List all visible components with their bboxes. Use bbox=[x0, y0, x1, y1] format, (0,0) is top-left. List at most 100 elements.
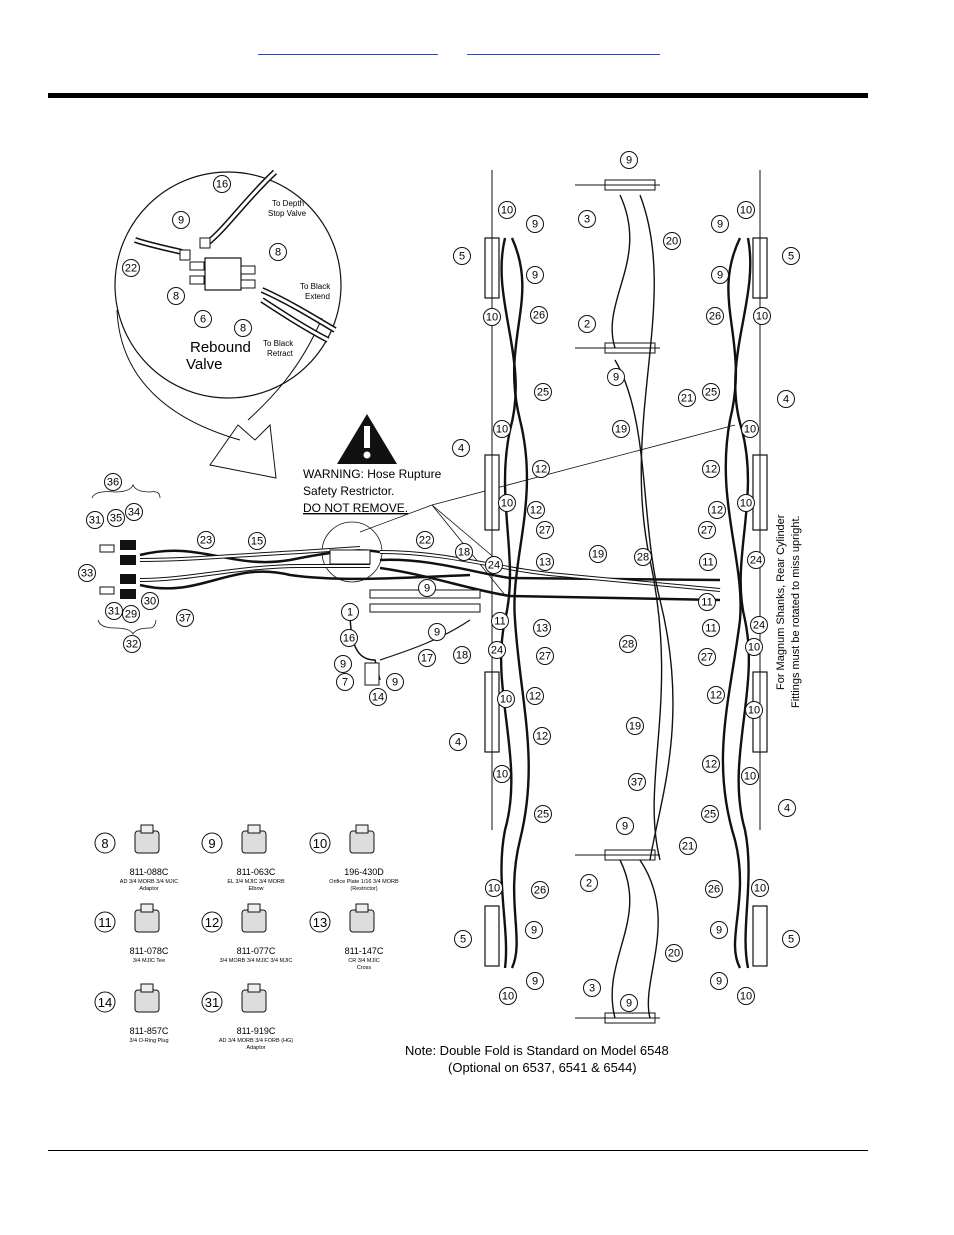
callout-12: 12 bbox=[707, 686, 725, 704]
svg-text:5: 5 bbox=[788, 934, 794, 946]
callout-5: 5 bbox=[453, 247, 471, 265]
callout-6: 6 bbox=[194, 310, 212, 328]
hose bbox=[510, 237, 530, 969]
callout-31: 31 bbox=[105, 602, 123, 620]
side-note-line-1: For Magnum Shanks, Rear Cylinder bbox=[775, 514, 787, 690]
svg-text:6: 6 bbox=[200, 314, 206, 326]
callout-4: 4 bbox=[777, 390, 795, 408]
callout-9: 9 bbox=[526, 215, 544, 233]
svg-text:21: 21 bbox=[681, 393, 693, 405]
svg-text:4: 4 bbox=[784, 803, 790, 815]
svg-text:9: 9 bbox=[717, 219, 723, 231]
svg-text:10: 10 bbox=[748, 705, 760, 717]
svg-text:11: 11 bbox=[705, 623, 716, 635]
svg-text:12: 12 bbox=[705, 759, 717, 771]
svg-text:10: 10 bbox=[740, 205, 752, 217]
svg-text:12: 12 bbox=[205, 915, 219, 930]
callout-10: 10 bbox=[497, 690, 515, 708]
svg-text:9: 9 bbox=[208, 836, 215, 851]
svg-text:Adaptor: Adaptor bbox=[139, 886, 158, 892]
svg-text:(Restrictor): (Restrictor) bbox=[350, 886, 377, 892]
callout-7: 7 bbox=[336, 673, 354, 691]
svg-text:2: 2 bbox=[584, 319, 590, 331]
svg-text:11: 11 bbox=[494, 616, 505, 628]
svg-text:36: 36 bbox=[107, 477, 119, 489]
callout-34: 34 bbox=[125, 503, 143, 521]
cylinder bbox=[484, 905, 500, 967]
callout-10: 10 bbox=[485, 879, 503, 897]
callout-2: 2 bbox=[578, 315, 596, 333]
svg-text:5: 5 bbox=[788, 251, 794, 263]
callout-26: 26 bbox=[706, 307, 724, 325]
svg-text:37: 37 bbox=[179, 613, 191, 625]
svg-text:35: 35 bbox=[110, 513, 122, 525]
svg-text:34: 34 bbox=[128, 507, 140, 519]
svg-text:27: 27 bbox=[539, 651, 551, 663]
svg-text:25: 25 bbox=[704, 809, 716, 821]
callout-3: 3 bbox=[583, 979, 601, 997]
svg-text:Adaptor: Adaptor bbox=[246, 1045, 265, 1051]
svg-text:10: 10 bbox=[500, 694, 512, 706]
callout-27: 27 bbox=[698, 521, 716, 539]
svg-text:9: 9 bbox=[532, 976, 538, 988]
svg-text:3: 3 bbox=[584, 214, 590, 226]
svg-text:19: 19 bbox=[592, 549, 604, 561]
callout-9: 9 bbox=[616, 817, 634, 835]
callout-10: 10 bbox=[493, 420, 511, 438]
callout-10: 10 bbox=[499, 987, 517, 1005]
header-link-1[interactable] bbox=[258, 40, 438, 55]
callout-20: 20 bbox=[663, 232, 681, 250]
svg-text:31: 31 bbox=[205, 995, 219, 1010]
svg-text:25: 25 bbox=[537, 809, 549, 821]
inset-title-1: Rebound bbox=[190, 339, 251, 356]
side-note: For Magnum Shanks, Rear Cylinder Fitting… bbox=[775, 514, 802, 708]
svg-text:37: 37 bbox=[631, 777, 643, 789]
callout-1: 1 bbox=[341, 603, 359, 621]
callout-12: 12 bbox=[527, 501, 545, 519]
svg-text:Elbow: Elbow bbox=[249, 886, 264, 892]
svg-text:811-088C: 811-088C bbox=[130, 867, 169, 877]
callout-10: 10 bbox=[493, 765, 511, 783]
callout-24: 24 bbox=[485, 556, 503, 574]
svg-text:11: 11 bbox=[98, 915, 112, 930]
svg-text:811-078C: 811-078C bbox=[130, 946, 169, 956]
svg-text:5: 5 bbox=[460, 934, 466, 946]
svg-text:27: 27 bbox=[539, 525, 551, 537]
svg-text:27: 27 bbox=[701, 525, 713, 537]
valve-block bbox=[204, 257, 242, 291]
svg-text:27: 27 bbox=[701, 652, 713, 664]
header-rule bbox=[48, 93, 868, 98]
callout-29: 29 bbox=[122, 605, 140, 623]
svg-text:10: 10 bbox=[756, 311, 768, 323]
callout-27: 27 bbox=[536, 521, 554, 539]
svg-text:10: 10 bbox=[502, 991, 514, 1003]
callout-9: 9 bbox=[334, 655, 352, 673]
svg-text:28: 28 bbox=[622, 639, 634, 651]
svg-text:16: 16 bbox=[343, 633, 355, 645]
hose bbox=[721, 237, 742, 969]
callout-10: 10 bbox=[483, 308, 501, 326]
svg-text:26: 26 bbox=[533, 310, 545, 322]
callout-10: 10 bbox=[741, 767, 759, 785]
svg-text:9: 9 bbox=[626, 155, 632, 167]
svg-text:10: 10 bbox=[744, 771, 756, 783]
hose bbox=[639, 194, 663, 861]
callout-12: 12 bbox=[532, 460, 550, 478]
callout-4: 4 bbox=[452, 439, 470, 457]
svg-text:2: 2 bbox=[586, 878, 592, 890]
svg-text:9: 9 bbox=[178, 215, 184, 227]
hose bbox=[639, 859, 659, 1019]
svg-text:20: 20 bbox=[668, 948, 680, 960]
callout-9: 9 bbox=[172, 211, 190, 229]
svg-text:811-077C: 811-077C bbox=[237, 946, 276, 956]
callout-19: 19 bbox=[589, 545, 607, 563]
callout-10: 10 bbox=[737, 987, 755, 1005]
callout-9: 9 bbox=[711, 266, 729, 284]
callout-26: 26 bbox=[531, 881, 549, 899]
note-line-2: (Optional on 6537, 6541 & 6544) bbox=[448, 1060, 637, 1075]
header-link-2[interactable] bbox=[467, 40, 660, 55]
